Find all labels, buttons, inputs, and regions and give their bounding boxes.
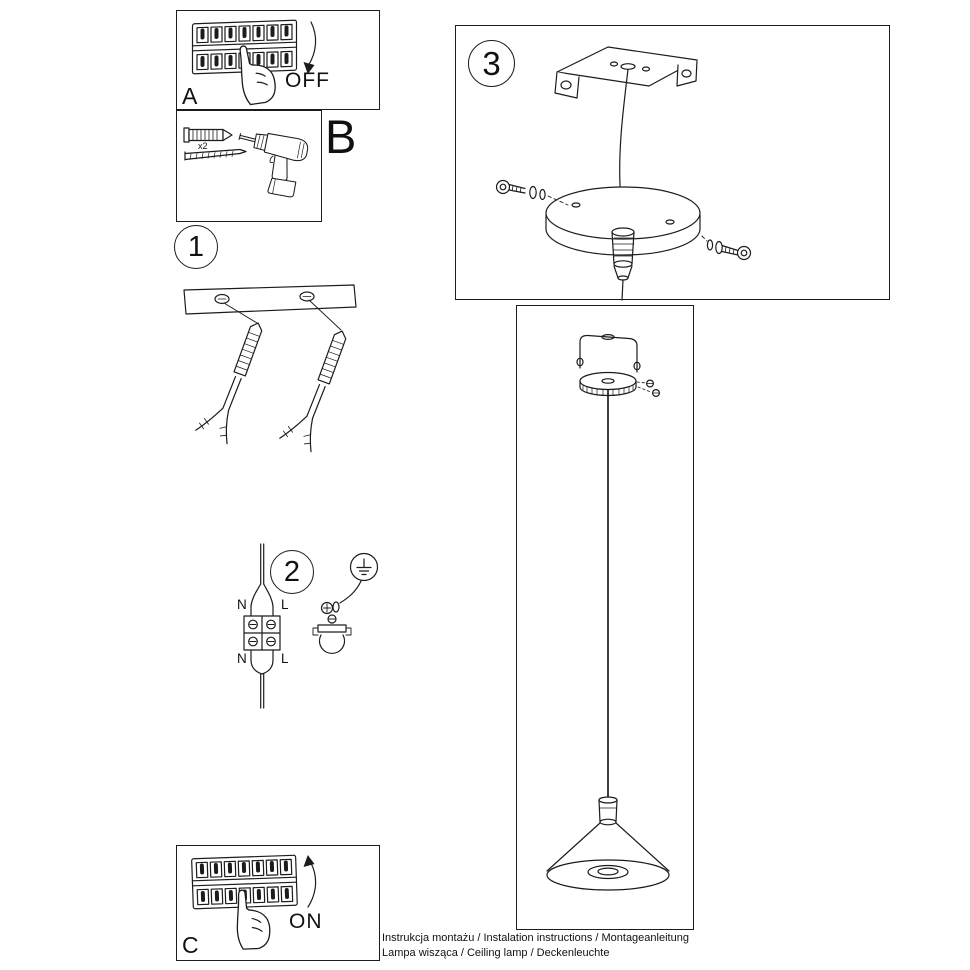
ceiling-canopy [545, 186, 701, 256]
step-2-badge: 2 [270, 550, 314, 594]
wire-label-n-bottom: N [237, 651, 247, 666]
cord-grip-nut [579, 371, 637, 397]
step-2-number: 2 [283, 555, 301, 588]
footer-product-line: Lampa wisząca / Ceiling lamp / Deckenleu… [382, 947, 610, 959]
lamp-holder [598, 796, 618, 826]
drill-illustration [238, 132, 309, 198]
mounting-bar-anchors-illustration [183, 284, 357, 453]
tiny-screws [636, 379, 661, 397]
right-screw [701, 235, 752, 261]
step-3-box: 3 [455, 25, 890, 301]
fuse-box-illustration [191, 19, 298, 75]
footer-title-line: Instrukcja montażu / Instalation instruc… [382, 932, 689, 944]
step-c-box: ON C [176, 845, 380, 961]
ground-symbol-icon [349, 552, 379, 582]
step-1-badge: 1 [174, 225, 218, 269]
step-a-box: OFF A [176, 10, 380, 110]
ground-wire [339, 580, 362, 604]
canopy-mounting-illustration [495, 46, 752, 301]
hanger-bracket [576, 334, 641, 373]
step-3-number: 3 [482, 44, 501, 82]
power-off-label: OFF [285, 69, 330, 92]
arrow-down-icon [303, 21, 317, 74]
cone-shade [546, 822, 670, 891]
wire-label-l-bottom: L [281, 651, 289, 666]
ceiling-bracket [554, 46, 698, 99]
pendant-lamp-illustration [546, 334, 670, 891]
cord-grip [611, 227, 635, 301]
pendant-lamp-panel [516, 305, 694, 930]
anchor-quantity-label: x2 [198, 141, 208, 151]
power-on-label: ON [289, 910, 323, 933]
step-c-letter: C [182, 932, 199, 958]
wall-plug-and-screw-illustration [183, 127, 247, 161]
lamp-cable [250, 649, 274, 709]
suspension-cable [619, 68, 629, 202]
terminal-block [243, 615, 281, 651]
step-b-letter: B [325, 110, 357, 163]
ground-screw [320, 601, 340, 615]
step-1-number: 1 [187, 230, 205, 263]
wire-label-l-top: L [281, 597, 289, 612]
hand-icon [239, 45, 276, 106]
hand-icon [236, 889, 271, 950]
wire-label-n-top: N [237, 597, 247, 612]
cable-clamp [312, 614, 352, 655]
mains-cable [250, 543, 274, 617]
step-a-letter: A [182, 83, 198, 109]
wiring-diagram-illustration [243, 543, 379, 709]
step-3-badge: 3 [468, 40, 515, 87]
arrow-up-icon [303, 855, 317, 908]
step-b-box: x2 [176, 110, 322, 222]
left-screw [495, 179, 569, 206]
